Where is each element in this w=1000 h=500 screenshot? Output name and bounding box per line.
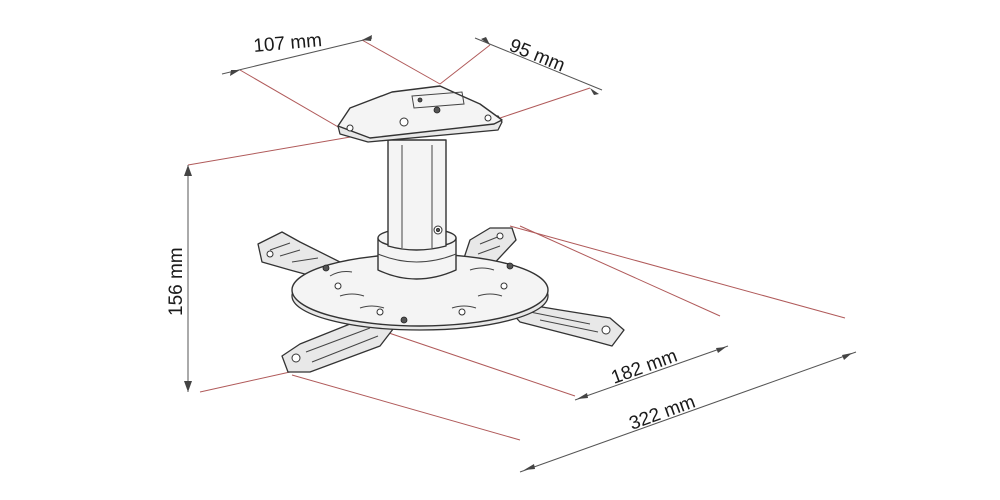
extension-tube [387, 139, 447, 251]
dim-top-plate-width-label: 107 mm [253, 30, 323, 57]
extension-lines [187, 39, 846, 441]
mount-drawing [257, 85, 625, 373]
ceiling-plate [337, 85, 503, 143]
dim-outer-span-label: 322 mm [627, 391, 699, 434]
dim-top-plate-depth-label: 95 mm [506, 35, 568, 76]
dim-height-label: 156 mm [166, 247, 187, 316]
dimension-lines [184, 35, 857, 473]
round-plate [291, 253, 549, 331]
dim-inner-span-label: 182 mm [609, 345, 681, 388]
